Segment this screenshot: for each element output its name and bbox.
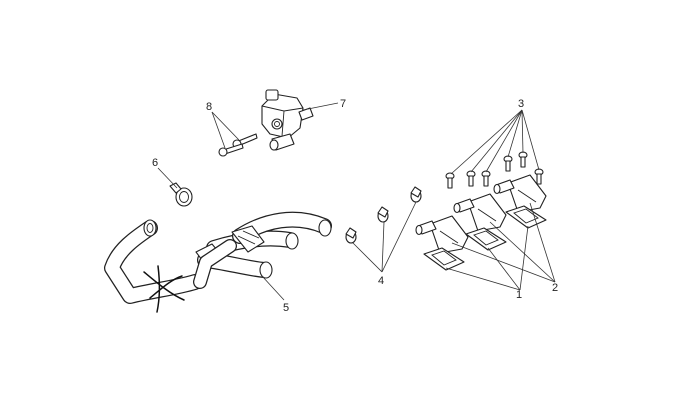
reed-bolt-4 (503, 155, 513, 172)
reed-cover-upper (493, 174, 547, 213)
reed-gasket-lower (423, 247, 465, 271)
air-valve (261, 89, 314, 151)
clamp-c (410, 186, 422, 203)
reed-bolt-6 (534, 168, 544, 185)
hose-clip (169, 182, 193, 207)
reed-gasket-upper (505, 205, 547, 229)
reed-bolt-2 (466, 170, 476, 187)
reed-cover-lower (415, 215, 469, 254)
leader-lines (157, 102, 556, 301)
clamp-b (377, 206, 389, 223)
reed-bolt-1 (445, 172, 455, 189)
callout-3: 3 (518, 98, 524, 110)
callout-1: 1 (516, 289, 522, 301)
clamp-a (345, 227, 357, 244)
reed-bolt-5 (518, 151, 528, 168)
callout-7: 7 (340, 98, 346, 110)
hand-drawn-cross-mark (143, 265, 185, 313)
hose-manifold-joint (193, 225, 265, 289)
reed-gasket-middle (465, 227, 507, 251)
reed-cover-middle (453, 193, 507, 232)
callout-2: 2 (552, 282, 558, 294)
callout-6: 6 (152, 157, 158, 169)
air-hose-assembly (104, 211, 332, 304)
callout-4: 4 (378, 275, 384, 287)
hose-left-section (104, 219, 203, 304)
callout-5: 5 (283, 302, 289, 314)
valve-bolt-lower (218, 143, 244, 157)
reed-bolt-3 (481, 170, 491, 187)
callout-8: 8 (206, 101, 212, 113)
